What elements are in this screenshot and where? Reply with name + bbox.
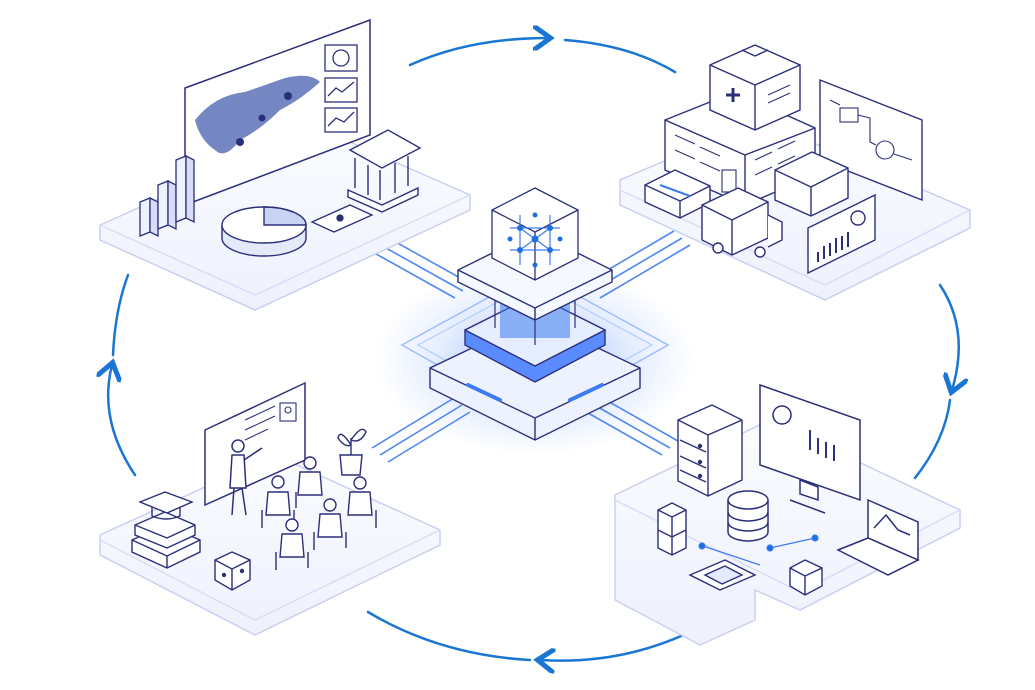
arrow-right-lower	[913, 398, 952, 480]
network-cube-icon	[491, 187, 579, 281]
arrow-bottom	[540, 630, 692, 661]
arrow-right	[938, 283, 959, 390]
cycle-arrows	[108, 38, 959, 661]
document-icon	[310, 204, 374, 233]
platform-data-infrastructure	[614, 383, 961, 646]
line-chart-icon	[324, 44, 358, 133]
arrow-left	[108, 365, 137, 477]
dashboard-monitor-icon	[807, 193, 876, 275]
audience-icon	[261, 456, 377, 570]
truck-icon	[701, 187, 783, 258]
medical-kit-icon	[709, 44, 801, 131]
presenter-icon	[229, 439, 263, 516]
cube-icon	[214, 551, 251, 591]
platform-finance	[99, 18, 471, 311]
person	[275, 518, 309, 570]
analytics-monitor-icon	[759, 383, 861, 514]
platform-healthcare-logistics	[619, 44, 971, 301]
arrow-bottom-left	[366, 610, 532, 662]
medicine-box-icon	[774, 151, 849, 217]
person	[347, 476, 377, 528]
books-icon	[131, 511, 201, 569]
bank-icon	[347, 129, 422, 213]
central-hub	[375, 187, 695, 455]
bar-chart-icon	[139, 154, 195, 238]
chip-icon	[688, 559, 757, 591]
cube-icon	[789, 559, 823, 596]
network-links	[698, 534, 819, 566]
cube-icon	[657, 502, 687, 556]
arrow-top-left	[408, 38, 548, 67]
server-rack-icon	[677, 404, 743, 497]
arrow-left-upper	[111, 273, 130, 357]
person	[313, 498, 347, 550]
plant-icon	[337, 428, 367, 476]
person	[261, 475, 295, 528]
laptop-icon	[836, 498, 920, 576]
platform-education	[99, 381, 441, 636]
pie-chart-icon	[221, 206, 307, 257]
person	[295, 456, 323, 508]
graduation-cap-icon	[138, 491, 194, 520]
arrow-top-right	[563, 38, 677, 74]
database-icon	[727, 490, 769, 542]
